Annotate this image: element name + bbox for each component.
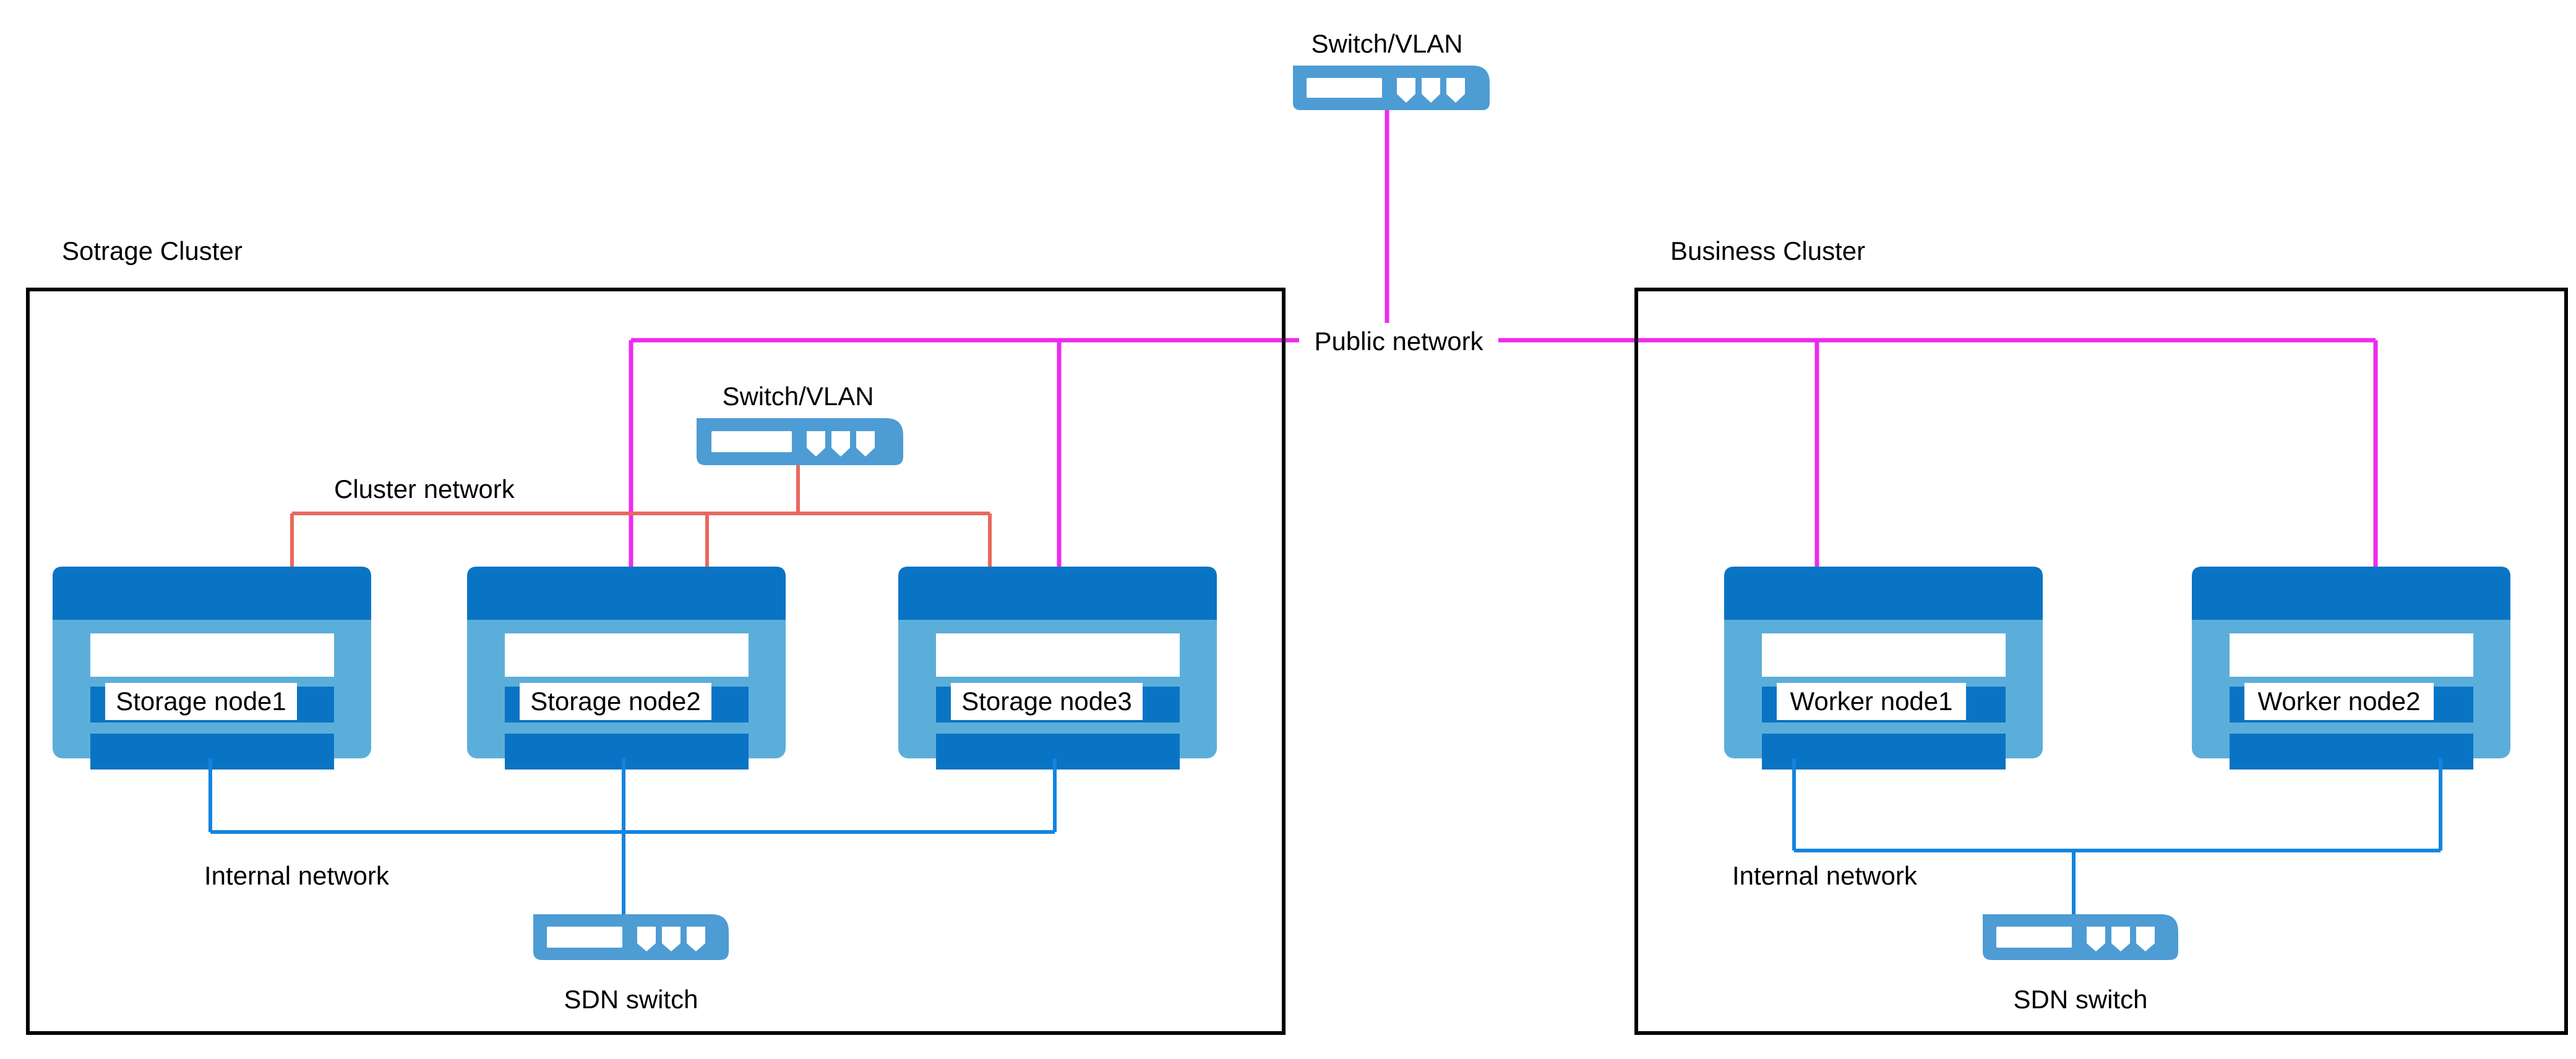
- cluster-network-label: Cluster network: [334, 474, 515, 504]
- server-icon: [1724, 567, 2043, 770]
- storage-cluster-title: Sotrage Cluster: [62, 236, 243, 265]
- public-network-label: Public network: [1314, 327, 1483, 356]
- storage-sdn-switch-label: SDN switch: [564, 985, 698, 1014]
- storage-node3[interactable]: Storage node3: [898, 567, 1217, 770]
- storage-switch-label: Switch/VLAN: [722, 382, 874, 411]
- storage-node1[interactable]: Storage node1: [53, 567, 371, 770]
- storage-node3-label-bg: [951, 683, 1143, 720]
- worker-node1-label: Worker node1: [1790, 687, 1952, 716]
- business-cluster-boundary: [1634, 288, 2568, 1035]
- server-icon: [53, 567, 371, 770]
- worker-node2-label-bg: [2244, 683, 2434, 720]
- worker-node1[interactable]: Worker node1: [1724, 567, 2043, 770]
- storage-node2-label-bg: [520, 683, 711, 720]
- worker-node2[interactable]: Worker node2: [2192, 567, 2510, 770]
- top-switch-icon[interactable]: [1293, 66, 1490, 110]
- storage-node1-label-bg: [105, 683, 297, 720]
- storage-node1-label: Storage node1: [116, 687, 286, 716]
- storage-sdn-switch-icon[interactable]: [533, 914, 729, 960]
- business-sdn-switch-label: SDN switch: [2013, 985, 2147, 1014]
- storage-cluster-boundary: [26, 288, 1286, 1035]
- storage-node3-label: Storage node3: [961, 687, 1132, 716]
- public-network-label-group: Public network: [1299, 323, 1498, 358]
- server-icon: [2192, 567, 2510, 770]
- server-icon: [898, 567, 1217, 770]
- business-sdn-switch-icon[interactable]: [1983, 914, 2178, 960]
- server-icon: [467, 567, 786, 770]
- storage-node2[interactable]: Storage node2: [467, 567, 786, 770]
- business-internal-network-label: Internal network: [1732, 861, 1918, 890]
- storage-node2-label: Storage node2: [530, 687, 701, 716]
- worker-node2-label: Worker node2: [2257, 687, 2420, 716]
- storage-switch-icon[interactable]: [697, 418, 903, 465]
- business-cluster-title: Business Cluster: [1670, 236, 1865, 265]
- storage-internal-network-label: Internal network: [204, 861, 390, 890]
- worker-node1-label-bg: [1777, 683, 1966, 720]
- top-switch-label: Switch/VLAN: [1311, 29, 1462, 58]
